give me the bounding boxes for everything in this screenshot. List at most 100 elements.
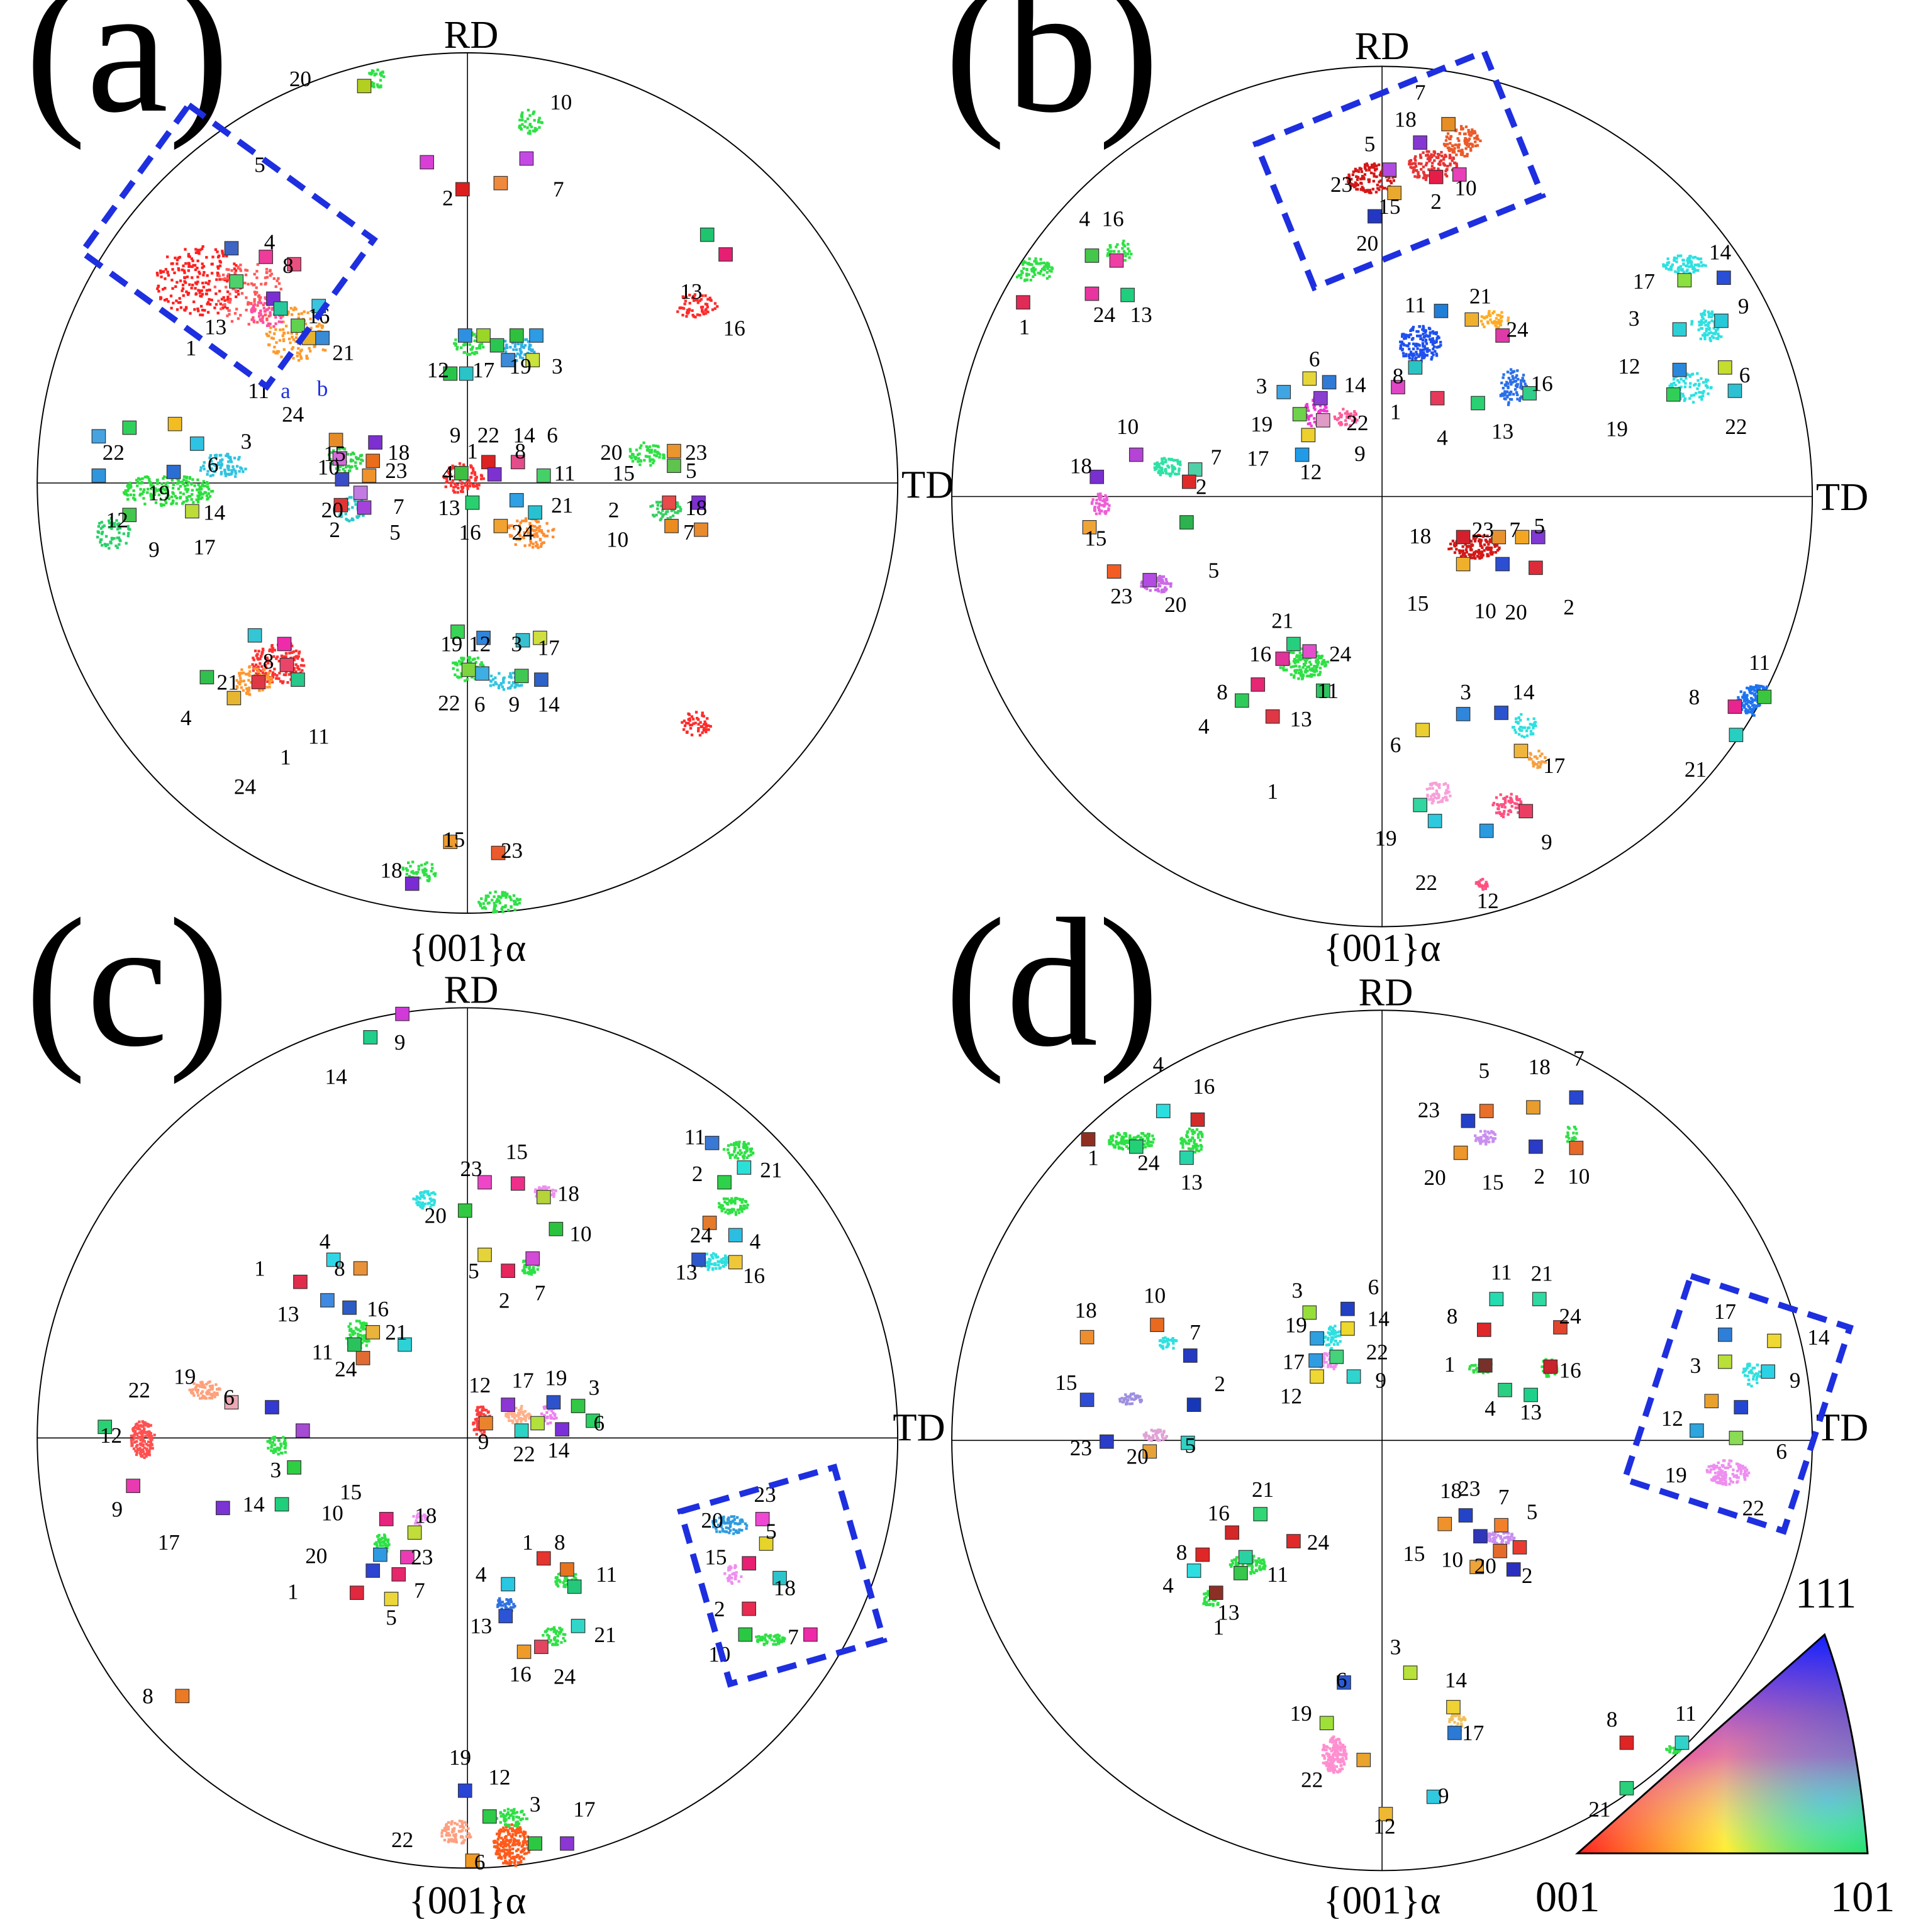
orientation-point bbox=[1707, 310, 1710, 314]
orientation-point bbox=[728, 1199, 732, 1202]
orientation-point bbox=[370, 84, 373, 87]
orientation-point bbox=[133, 498, 136, 501]
orientation-point bbox=[278, 672, 281, 675]
orientation-point bbox=[694, 721, 697, 724]
orientation-point bbox=[1498, 321, 1501, 325]
orientation-point bbox=[447, 470, 450, 474]
orientation-point bbox=[1473, 131, 1477, 135]
variant-marker bbox=[515, 633, 530, 648]
orientation-point bbox=[257, 665, 260, 669]
orientation-point bbox=[422, 1195, 425, 1198]
orientation-point bbox=[1708, 321, 1711, 324]
orientation-point bbox=[1322, 662, 1325, 665]
orientation-point bbox=[1700, 313, 1703, 316]
orientation-point bbox=[724, 1211, 727, 1214]
orientation-point bbox=[1488, 314, 1492, 318]
orientation-point bbox=[536, 1268, 539, 1271]
orientation-point bbox=[1159, 466, 1162, 469]
orientation-point bbox=[1167, 457, 1171, 461]
orientation-point bbox=[1457, 143, 1460, 147]
orientation-point bbox=[265, 686, 269, 689]
orientation-point bbox=[143, 1453, 147, 1456]
variant-marker bbox=[662, 495, 677, 510]
orientation-point bbox=[128, 481, 132, 485]
orientation-point bbox=[1025, 272, 1028, 275]
orientation-point bbox=[1511, 726, 1515, 729]
orientation-point bbox=[705, 730, 708, 733]
orientation-point bbox=[504, 896, 508, 899]
variant-number: 18 bbox=[380, 858, 402, 882]
orientation-point bbox=[1680, 377, 1683, 381]
orientation-point bbox=[1512, 377, 1515, 380]
orientation-point bbox=[716, 305, 719, 308]
orientation-point bbox=[1670, 265, 1673, 268]
orientation-point bbox=[1384, 175, 1388, 179]
variant-number: 24 bbox=[1506, 317, 1529, 341]
orientation-point bbox=[690, 723, 693, 726]
orientation-point bbox=[1423, 353, 1427, 357]
variant-number: 14 bbox=[1512, 680, 1535, 704]
orientation-point bbox=[337, 447, 340, 450]
variant-marker bbox=[1302, 644, 1317, 659]
orientation-point bbox=[1520, 385, 1524, 389]
orientation-point bbox=[479, 1406, 483, 1409]
variant-marker bbox=[1313, 391, 1328, 406]
orientation-point bbox=[1108, 244, 1112, 247]
orientation-point bbox=[1427, 798, 1431, 801]
orientation-point bbox=[698, 313, 701, 317]
variant-number: 4 bbox=[1079, 207, 1090, 231]
orientation-point bbox=[1363, 165, 1367, 169]
orientation-point bbox=[477, 1427, 480, 1431]
orientation-point bbox=[709, 724, 712, 728]
orientation-point bbox=[443, 475, 447, 478]
orientation-point bbox=[1115, 245, 1118, 248]
orientation-point bbox=[543, 535, 547, 538]
orientation-point bbox=[265, 275, 269, 279]
orientation-point bbox=[640, 444, 643, 447]
orientation-point bbox=[1700, 323, 1703, 326]
orientation-point bbox=[1403, 337, 1406, 340]
orientation-point bbox=[191, 276, 194, 279]
orientation-point bbox=[477, 483, 480, 486]
orientation-point bbox=[202, 480, 205, 483]
orientation-point bbox=[1417, 343, 1420, 347]
orientation-point bbox=[270, 645, 274, 648]
orientation-point bbox=[237, 267, 240, 270]
orientation-point bbox=[1104, 512, 1107, 515]
orientation-point bbox=[363, 1340, 366, 1343]
variant-number: 9 bbox=[509, 692, 520, 716]
orientation-point bbox=[635, 448, 638, 452]
orientation-point bbox=[552, 528, 555, 531]
variant-number: 24 bbox=[234, 774, 257, 799]
orientation-point bbox=[493, 895, 496, 898]
orientation-point bbox=[231, 470, 234, 474]
orientation-point bbox=[163, 299, 167, 302]
orientation-point bbox=[1693, 255, 1696, 259]
orientation-point bbox=[156, 287, 159, 291]
orientation-point bbox=[138, 1424, 142, 1428]
orientation-point bbox=[520, 352, 523, 355]
orientation-point bbox=[1355, 175, 1358, 178]
orientation-point bbox=[228, 456, 231, 460]
orientation-point bbox=[1693, 393, 1696, 397]
orientation-point bbox=[1379, 170, 1383, 174]
variant-number: 1 bbox=[1019, 315, 1030, 340]
orientation-point bbox=[726, 1197, 729, 1201]
variant-number: 3 bbox=[552, 354, 563, 379]
orientation-point bbox=[432, 1191, 435, 1194]
orientation-point bbox=[198, 252, 201, 255]
orientation-point bbox=[710, 299, 713, 302]
orientation-point bbox=[298, 352, 301, 355]
orientation-point bbox=[1708, 327, 1711, 330]
orientation-point bbox=[174, 257, 177, 260]
orientation-point bbox=[1417, 355, 1420, 358]
orientation-point bbox=[1518, 727, 1521, 731]
orientation-point bbox=[705, 728, 708, 731]
orientation-point bbox=[101, 543, 104, 547]
variant-number: 5 bbox=[1208, 558, 1220, 582]
orientation-point bbox=[1744, 694, 1747, 698]
orientation-point bbox=[251, 663, 254, 666]
orientation-point bbox=[455, 663, 459, 667]
orientation-point bbox=[348, 1322, 352, 1326]
